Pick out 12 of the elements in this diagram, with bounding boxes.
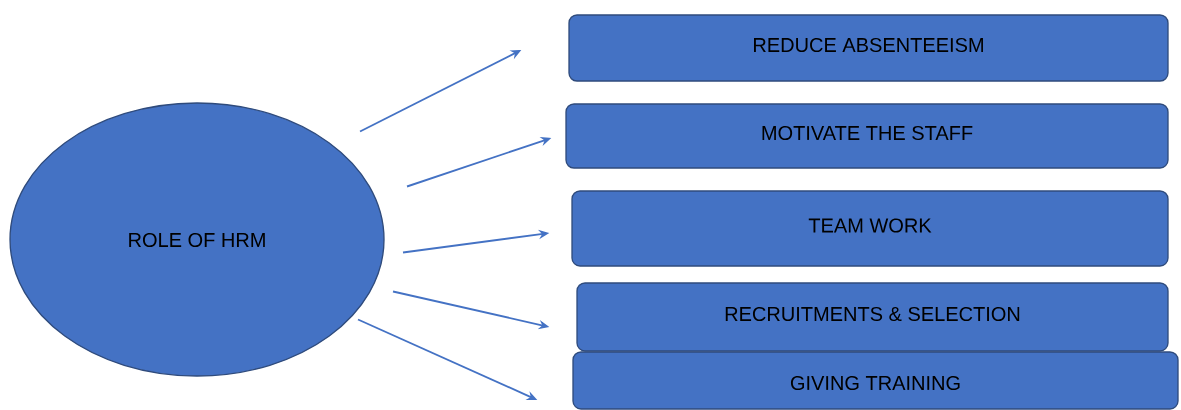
- node-label: TEAM WORK: [808, 218, 932, 233]
- role-ellipse: [9, 102, 385, 377]
- process-box: [572, 351, 1179, 410]
- node-label: RECRUITMENTS & SELECTION: [725, 306, 1020, 322]
- node-label: ROLE OF HRM: [129, 232, 265, 248]
- process-box: [571, 190, 1169, 267]
- process-box: [576, 282, 1169, 352]
- process-box: [568, 14, 1169, 82]
- node-label: GIVING TRAINING: [790, 375, 960, 391]
- process-box: [565, 103, 1169, 169]
- node-label: MOTIVATE THE STAFF: [762, 125, 973, 141]
- node-label: REDUCE ABSENTEEISM: [754, 37, 983, 53]
